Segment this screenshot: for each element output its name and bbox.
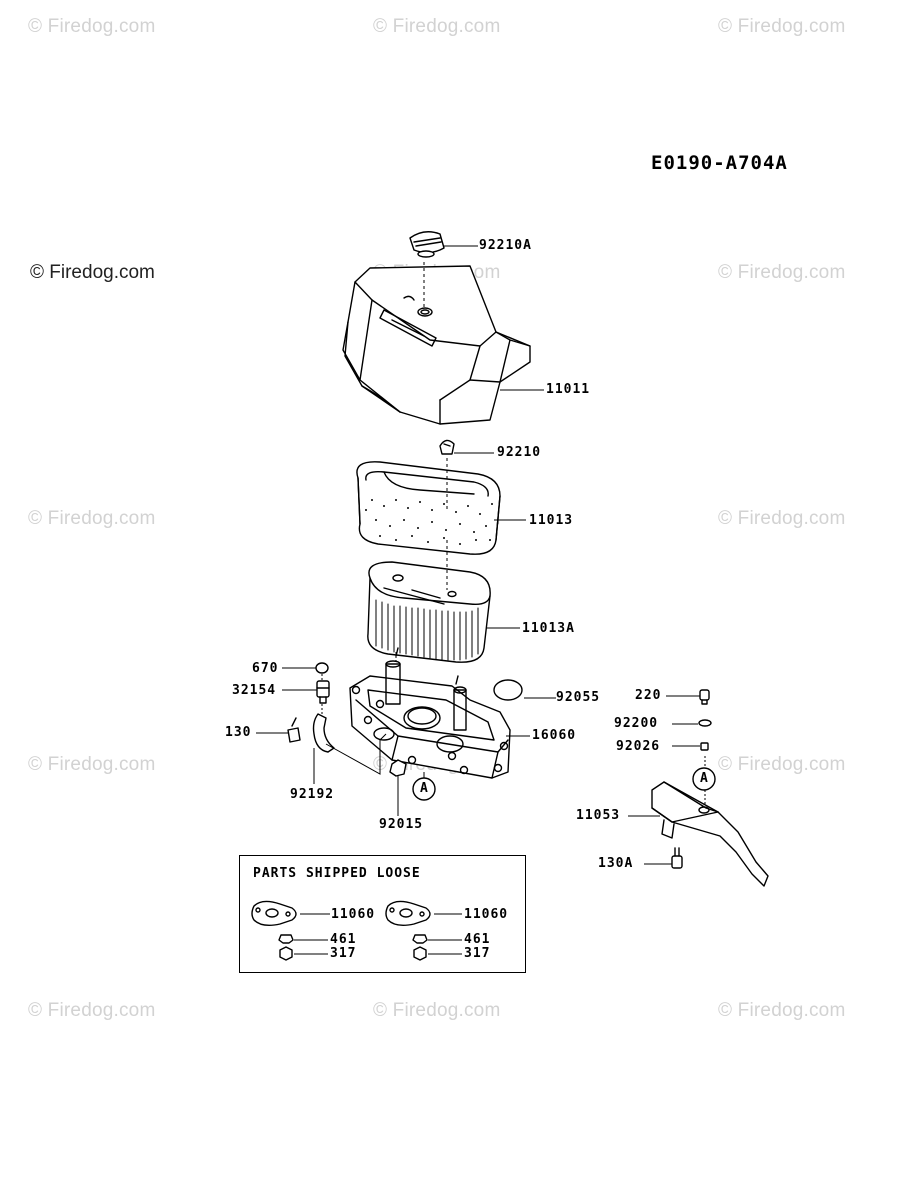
watermark-row3-left: © Firedog.com [28, 508, 156, 529]
washer-670 [315, 662, 329, 674]
callout-11013A: 11013A [522, 621, 575, 636]
air-cleaner-base [349, 647, 511, 779]
hose-92192 [312, 713, 335, 753]
bracket-11053 [651, 781, 769, 887]
washer-92200 [698, 719, 712, 727]
parts-shipped-loose-box [239, 855, 526, 973]
callout-92210: 92210 [497, 445, 542, 460]
callout-11011: 11011 [546, 382, 591, 397]
watermark-row5-right: © Firedog.com [718, 1000, 846, 1021]
nut-317-left [279, 946, 293, 961]
callout-92210A: 92210A [479, 238, 532, 253]
ref-circle-right [692, 767, 716, 791]
callout-92192: 92192 [290, 787, 335, 802]
diagram-code: E0190-A704A [651, 152, 788, 174]
callout-loose-317-right: 317 [464, 946, 491, 961]
callout-92026: 92026 [616, 739, 661, 754]
callout-32154: 32154 [232, 683, 277, 698]
nut-317-right [413, 946, 427, 961]
bolt-130 [287, 717, 301, 743]
callout-130: 130 [225, 725, 252, 740]
wing-nut-part [439, 439, 455, 455]
gasket-left [251, 900, 297, 927]
watermark-mid-right: © Firedog.com [718, 262, 846, 283]
watermark-row3-right: © Firedog.com [718, 508, 846, 529]
bolt-220 [699, 689, 710, 705]
filter-pleats [375, 599, 479, 661]
foam-texture-dots [365, 499, 493, 545]
callout-loose-461-left: 461 [330, 932, 357, 947]
callout-670: 670 [252, 661, 279, 676]
callout-92015: 92015 [379, 817, 424, 832]
leader-lines [256, 245, 706, 955]
watermark-top-center: © Firedog.com [373, 16, 501, 37]
callout-11053: 11053 [576, 808, 621, 823]
callout-220: 220 [635, 688, 662, 703]
watermark-top-right: © Firedog.com [718, 16, 846, 37]
nut-92015 [389, 759, 407, 777]
parts-shipped-loose-title: PARTS SHIPPED LOOSE [253, 866, 421, 881]
watermark-row4-left: © Firedog.com [28, 754, 156, 775]
washer-461-left [278, 934, 294, 944]
callout-92055: 92055 [556, 690, 601, 705]
callout-loose-11060-left: 11060 [331, 907, 376, 922]
watermark-logo-dark: © Firedog.com [30, 262, 155, 283]
ref-marker-left: A [420, 781, 429, 796]
knob-part [409, 231, 445, 258]
callout-loose-317-left: 317 [330, 946, 357, 961]
callout-16060: 16060 [532, 728, 577, 743]
o-ring [493, 679, 523, 701]
callout-130A: 130A [598, 856, 634, 871]
bolt-130A [671, 847, 683, 869]
callout-loose-11060-right: 11060 [464, 907, 509, 922]
watermark-top-left: © Firedog.com [28, 16, 156, 37]
callout-loose-461-right: 461 [464, 932, 491, 947]
ref-marker-right: A [700, 771, 709, 786]
foam-pre-cleaner [356, 461, 501, 555]
watermark-row5-left: © Firedog.com [28, 1000, 156, 1021]
callout-92200: 92200 [614, 716, 659, 731]
air-cleaner-cover [342, 265, 531, 425]
watermark-row4-right: © Firedog.com [718, 754, 846, 775]
breather-fitting [316, 680, 330, 704]
callout-11013: 11013 [529, 513, 574, 528]
gasket-right [385, 900, 431, 927]
collar-92026 [700, 742, 709, 751]
watermark-row5-center: © Firedog.com [373, 1000, 501, 1021]
washer-461-right [412, 934, 428, 944]
